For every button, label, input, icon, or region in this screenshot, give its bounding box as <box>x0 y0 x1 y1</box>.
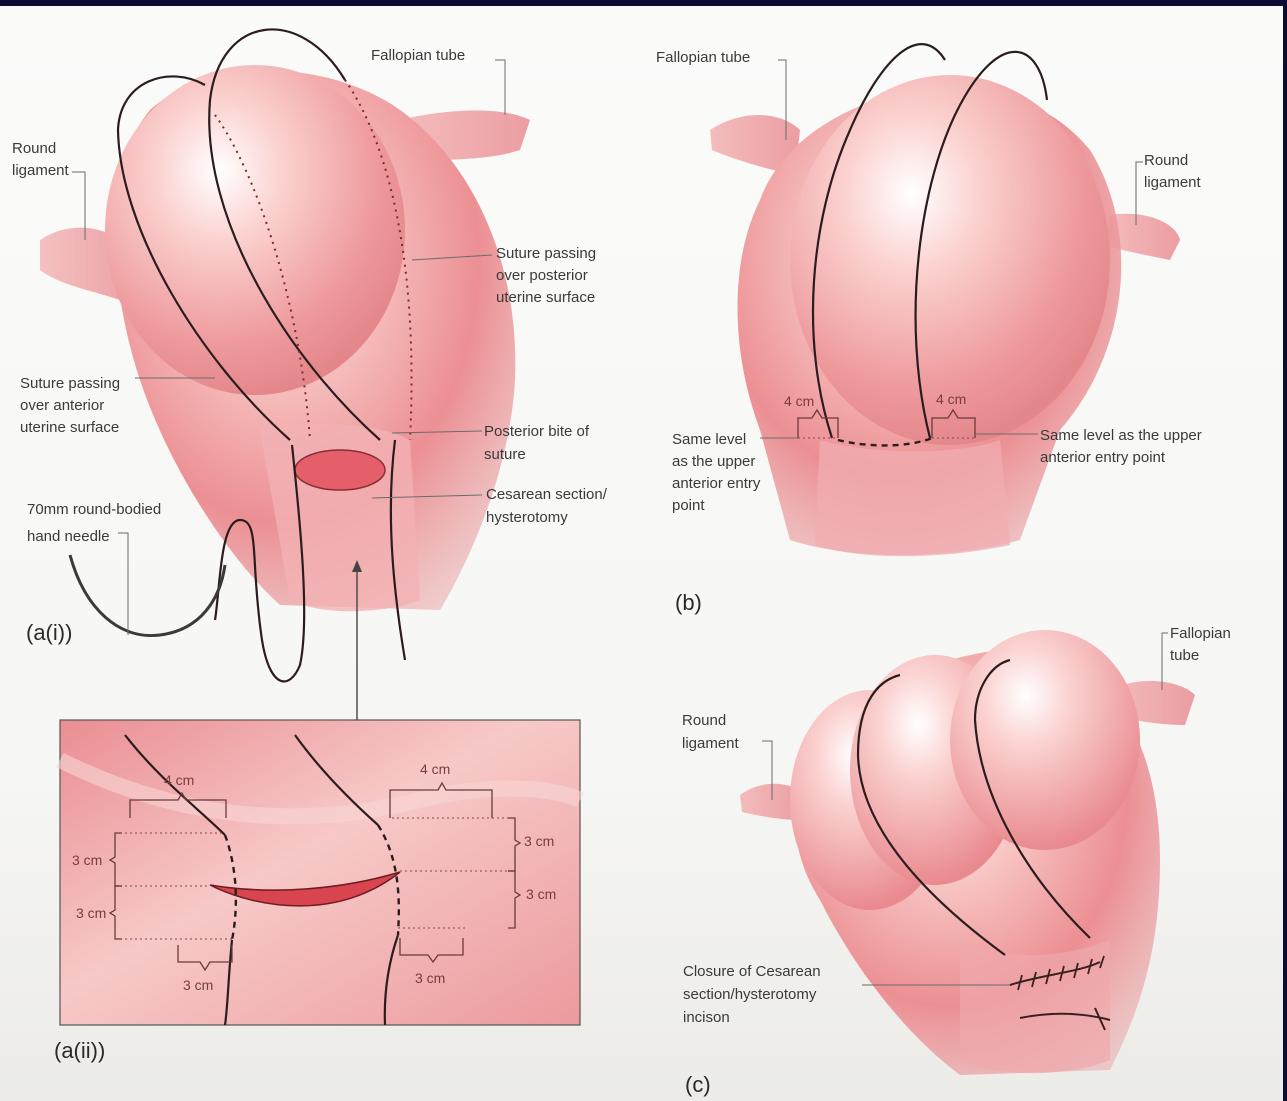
label-b-same-left-4: point <box>672 497 705 514</box>
label-fallopian-tube-a: Fallopian tube <box>371 47 465 64</box>
label-b-round-2: ligament <box>1144 174 1202 191</box>
leader-fallopian-a <box>495 60 505 115</box>
uterus-fundus-b <box>790 75 1110 445</box>
label-b-same-left-3: anterior entry <box>672 475 761 492</box>
label-posterior-surface-3: uterine surface <box>496 289 595 306</box>
label-b-same-left-2: as the upper <box>672 453 755 470</box>
label-c-fallopian-2: tube <box>1170 647 1199 664</box>
label-c-round-1: Round <box>682 712 726 729</box>
label-c-round-2: ligament <box>682 735 740 752</box>
leader-c-fallopian <box>1162 633 1168 690</box>
measure-3cm-left-lower: 3 cm <box>76 905 106 921</box>
label-anterior-surface-1: Suture passing <box>20 375 120 392</box>
uterus-lobe-3 <box>950 630 1140 850</box>
measure-3cm-right-lower: 3 cm <box>526 886 556 902</box>
measure-3cm-bottom-right: 3 cm <box>415 970 445 986</box>
label-b-same-left-1: Same level <box>672 431 746 448</box>
lower-segment-b <box>815 440 1010 556</box>
measure-3cm-bottom-left: 3 cm <box>183 977 213 993</box>
label-c-fallopian-1: Fallopian <box>1170 625 1231 642</box>
measure-b-4cm-left: 4 cm <box>784 393 814 409</box>
measure-3cm-left-upper: 3 cm <box>72 852 102 868</box>
label-cesarean-1: Cesarean section/ <box>486 486 608 503</box>
panel-a-ii: 4 cm 4 cm 3 cm 3 cm 3 cm 3 cm 3 cm 3 cm … <box>54 720 580 1063</box>
label-b-same-right-1: Same level as the upper <box>1040 427 1202 444</box>
label-posterior-surface-2: over posterior <box>496 267 588 284</box>
label-c-closure-3: incison <box>683 1009 730 1026</box>
leader-needle <box>118 533 128 635</box>
label-b-same-right-2: anterior entry point <box>1040 449 1166 466</box>
measure-3cm-right-upper: 3 cm <box>524 833 554 849</box>
label-round-ligament-a-1: Round <box>12 140 56 157</box>
panel-label-a-i: (a(i)) <box>26 620 72 645</box>
hysterotomy-incision <box>295 450 385 490</box>
label-b-round-1: Round <box>1144 152 1188 169</box>
panel-label-c: (c) <box>685 1072 711 1097</box>
panel-label-b: (b) <box>675 590 702 615</box>
label-round-ligament-a-2: ligament <box>12 162 70 179</box>
uterus-fundus <box>105 65 405 395</box>
measure-4cm-left: 4 cm <box>164 772 194 788</box>
label-anterior-surface-3: uterine surface <box>20 419 119 436</box>
lower-segment-c <box>960 940 1110 1073</box>
panel-c: Fallopian tube Round ligament Closure of… <box>682 625 1231 1097</box>
measure-b-4cm-right: 4 cm <box>936 391 966 407</box>
label-posterior-surface-1: Suture passing <box>496 245 596 262</box>
label-cesarean-2: hysterotomy <box>486 509 568 526</box>
label-needle-2: hand needle <box>27 528 110 545</box>
label-c-closure-1: Closure of Cesarean <box>683 963 821 980</box>
panel-a-i: Fallopian tube Round ligament Suture pas… <box>12 29 608 720</box>
label-b-fallopian: Fallopian tube <box>656 49 750 66</box>
label-posterior-bite-1: Posterior bite of <box>484 423 590 440</box>
label-needle-1: 70mm round-bodied <box>27 501 161 518</box>
panel-b: 4 cm 4 cm Fallopian tube Round ligament … <box>656 44 1202 615</box>
measure-4cm-right: 4 cm <box>420 761 450 777</box>
screen-right-border <box>1283 0 1287 1101</box>
label-anterior-surface-2: over anterior <box>20 397 104 414</box>
panel-label-a-ii: (a(ii)) <box>54 1038 105 1063</box>
label-c-closure-2: section/hysterotomy <box>683 986 817 1003</box>
screen-top-border <box>0 0 1287 6</box>
round-bodied-needle <box>70 555 225 636</box>
label-posterior-bite-2: suture <box>484 446 526 463</box>
